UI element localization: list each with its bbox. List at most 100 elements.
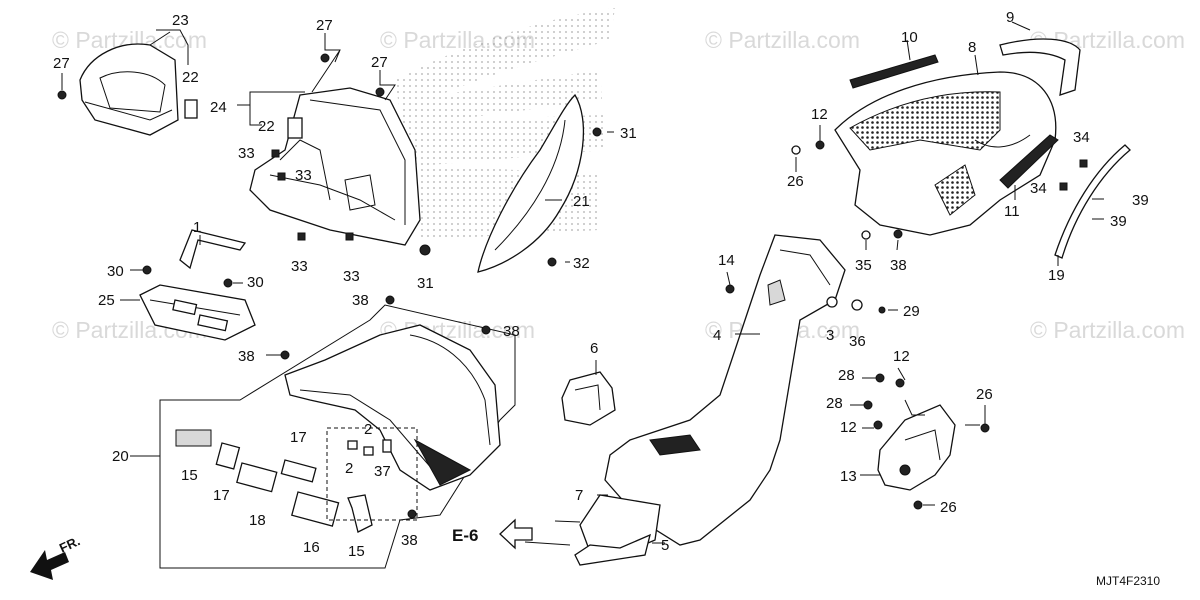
screw-part-27	[375, 87, 385, 97]
callout-37: 37	[374, 463, 391, 480]
nut-part-12	[895, 378, 905, 388]
callout-33: 33	[291, 258, 308, 275]
clip-part-22	[184, 99, 198, 119]
callout-2: 2	[364, 421, 372, 438]
callout-10: 10	[901, 29, 918, 46]
screw-part-27	[320, 53, 330, 63]
callout-27: 27	[316, 17, 333, 34]
callout-31: 31	[417, 275, 434, 292]
callout-26: 26	[976, 386, 993, 403]
callout-38: 38	[401, 532, 418, 549]
clip-part-37	[382, 439, 392, 453]
bolt-part-31	[592, 127, 602, 137]
callout-33: 33	[238, 145, 255, 162]
bracket-part-6	[561, 371, 616, 426]
nut-part-30	[142, 265, 152, 275]
callout-22: 22	[182, 69, 199, 86]
callout-31: 31	[620, 125, 637, 142]
callout-11: 11	[1004, 203, 1020, 220]
nut-part-30	[223, 278, 233, 288]
washer-part-26	[791, 145, 801, 155]
bracket-part-13	[877, 404, 956, 491]
pad-part-17	[215, 442, 241, 470]
callout-24: 24	[210, 99, 227, 116]
callout-9: 9	[1006, 9, 1014, 26]
callout-25: 25	[98, 292, 115, 309]
callout-34: 34	[1073, 129, 1090, 146]
nut-part-32	[547, 257, 557, 267]
washer-part-36	[851, 299, 863, 311]
group-outline-part-20	[159, 304, 516, 569]
nut-part-38	[893, 229, 903, 239]
callout-12: 12	[893, 348, 910, 365]
callout-17: 17	[290, 429, 307, 446]
callout-7: 7	[575, 487, 583, 504]
leader-lines	[61, 21, 1059, 544]
callout-39: 39	[1132, 192, 1149, 209]
nut-part-33	[345, 232, 354, 241]
bolt-part-31	[419, 244, 431, 256]
nut-part-38	[385, 295, 395, 305]
callout-26: 26	[787, 173, 804, 190]
long-trim-part-4	[604, 234, 846, 546]
callout-2: 2	[345, 460, 353, 477]
strip-part-10	[849, 54, 939, 89]
callout-16: 16	[303, 539, 320, 556]
front-label: FR.	[57, 533, 82, 555]
nut-part-26	[913, 500, 923, 510]
callout-6: 6	[590, 340, 598, 357]
nut-part-33	[297, 232, 306, 241]
callout-27: 27	[371, 54, 388, 71]
washer-part-3	[826, 296, 838, 308]
callout-15: 15	[348, 543, 365, 560]
callouts: 23 27 22 24 22 27 27 33 33 33 33 31 31 2…	[53, 9, 1149, 560]
detail-frame	[326, 427, 418, 521]
clip-part-2	[347, 440, 358, 450]
nut-part-12	[815, 140, 825, 150]
nut-part-12	[873, 420, 883, 430]
callout-28: 28	[838, 367, 855, 384]
callout-33: 33	[295, 167, 312, 184]
watermarks: © Partzilla.com © Partzilla.com © Partzi…	[52, 27, 1185, 343]
callout-4: 4	[713, 327, 721, 344]
callout-22: 22	[258, 118, 275, 135]
callout-19: 19	[1048, 267, 1065, 284]
watermark: © Partzilla.com	[705, 27, 860, 53]
nut-part-33	[277, 172, 286, 181]
nut-part-26	[980, 423, 990, 433]
callout-35: 35	[855, 257, 872, 274]
strip-part-11	[999, 134, 1059, 189]
callout-21: 21	[573, 193, 590, 210]
side-panel-part-21	[477, 93, 584, 273]
bolt-part-28	[875, 373, 885, 383]
clip-part-2	[363, 446, 374, 456]
callout-27: 27	[53, 55, 70, 72]
callout-20: 20	[112, 448, 129, 465]
rear-cover-part-8	[834, 71, 1057, 236]
clip-part-22	[287, 117, 303, 139]
callout-38: 38	[503, 323, 520, 340]
pad-part-15	[347, 494, 373, 533]
bracket-part-1	[179, 229, 247, 270]
callout-12: 12	[840, 419, 857, 436]
bracket-part-5	[574, 533, 651, 566]
watermark: © Partzilla.com	[1030, 317, 1185, 343]
callout-23: 23	[172, 12, 189, 29]
callout-17: 17	[213, 487, 230, 504]
callout-26: 26	[940, 499, 957, 516]
callout-28: 28	[826, 395, 843, 412]
bolt-stud	[554, 520, 581, 523]
pad-part-16	[290, 491, 340, 527]
clip-part-34	[1059, 182, 1068, 191]
callout-38: 38	[890, 257, 907, 274]
pad-part-18	[236, 462, 278, 493]
diagram-code: MJT4F2310	[1096, 574, 1160, 588]
callout-5: 5	[661, 537, 669, 554]
inner-panel-part-24	[249, 87, 421, 246]
inner-box-part-20	[284, 324, 501, 491]
callout-1: 1	[193, 219, 201, 236]
callout-36: 36	[849, 333, 866, 350]
reference-label: E-6	[452, 526, 478, 545]
